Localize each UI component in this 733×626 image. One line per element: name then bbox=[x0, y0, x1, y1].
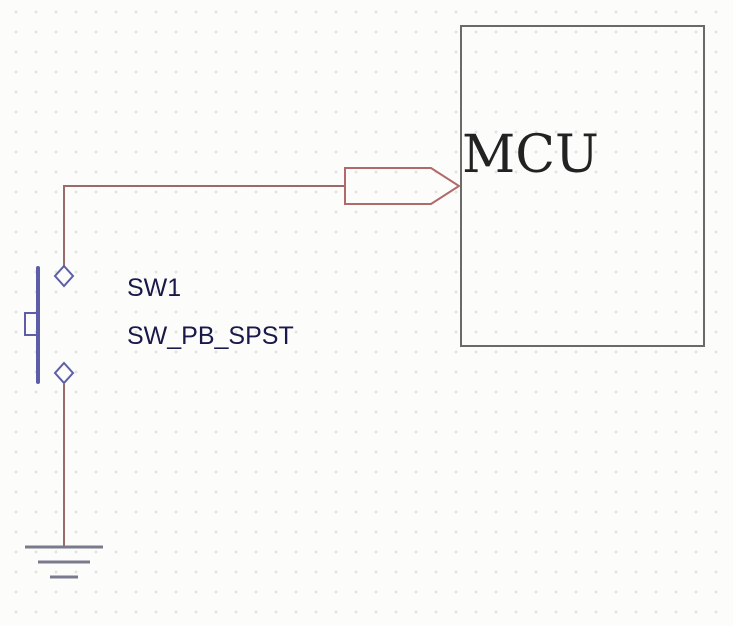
switch-part-label[interactable]: SW_PB_SPST bbox=[127, 322, 294, 350]
mcu-block[interactable]: MCU bbox=[460, 25, 705, 347]
mcu-label: MCU bbox=[462, 125, 599, 185]
pushbutton-switch-icon[interactable]: SW1 SW_PB_SPST bbox=[24, 264, 294, 385]
mcu-outline[interactable] bbox=[460, 25, 705, 347]
switch-refdes-label[interactable]: SW1 bbox=[127, 274, 181, 302]
net-wire-signal[interactable] bbox=[63, 185, 345, 267]
switch-plunger bbox=[24, 312, 39, 336]
switch-pin-2-icon[interactable] bbox=[53, 361, 75, 385]
ground-symbol-icon[interactable] bbox=[25, 545, 103, 579]
offpage-connector-icon[interactable] bbox=[344, 167, 461, 205]
switch-pin-1-icon[interactable] bbox=[53, 264, 75, 288]
